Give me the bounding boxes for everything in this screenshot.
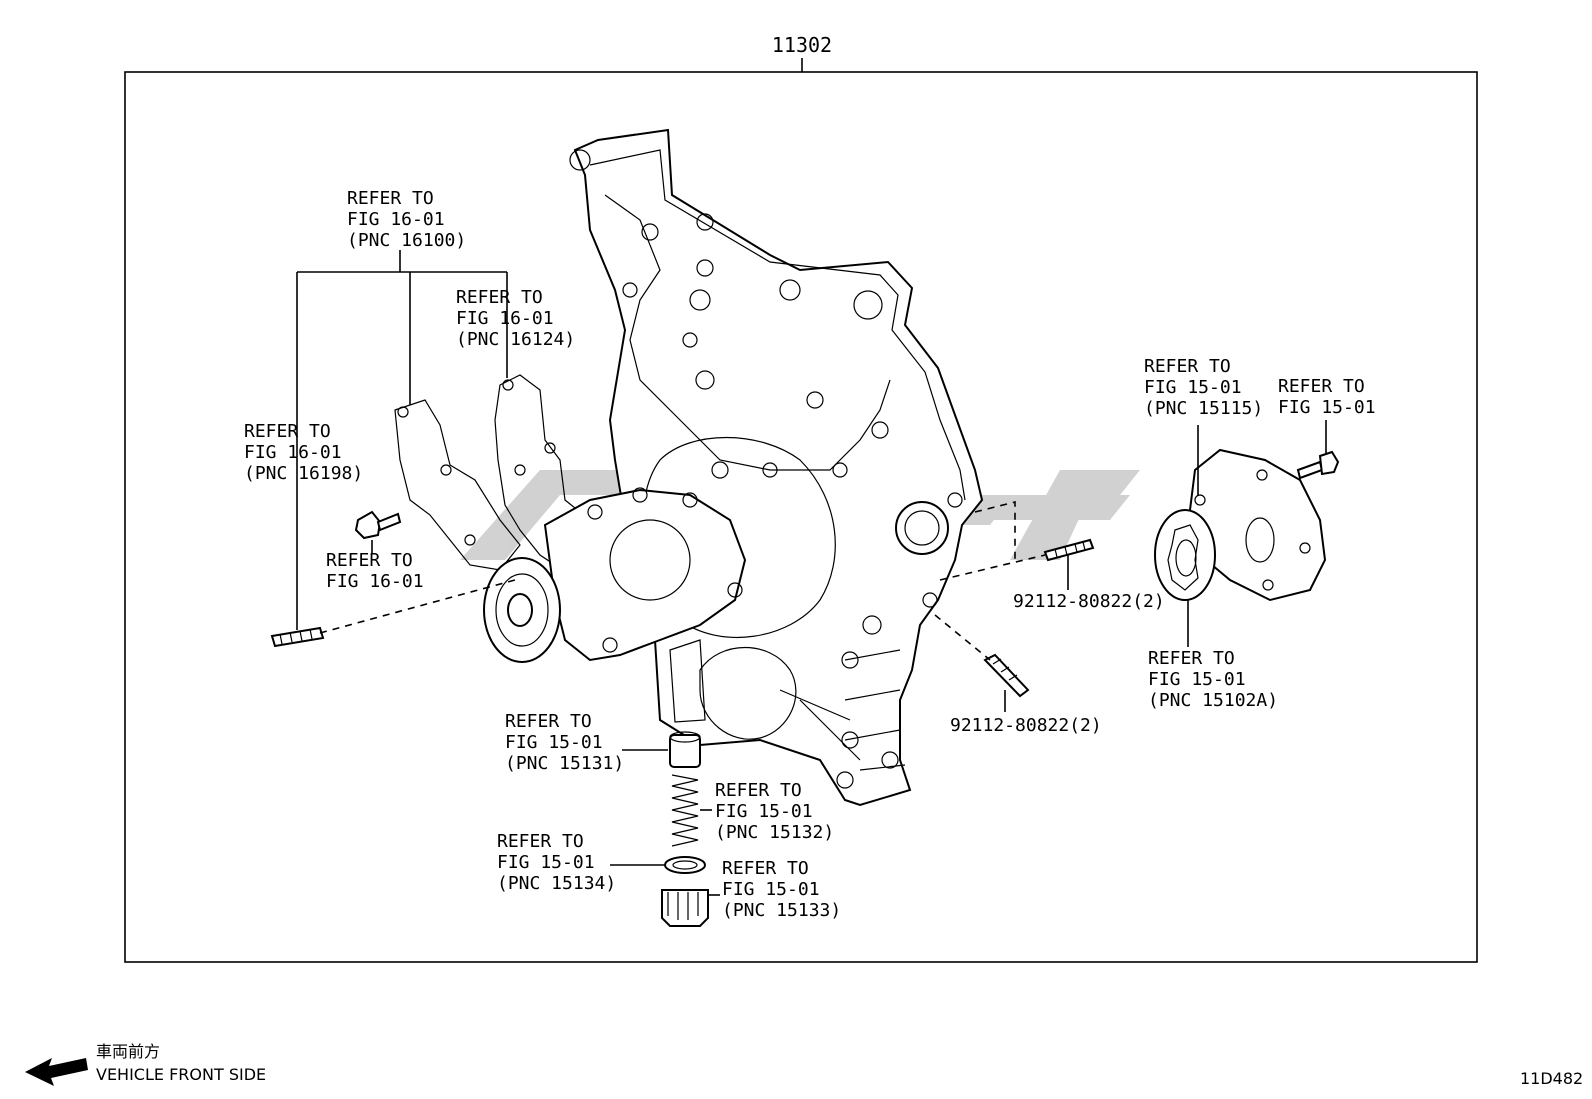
callout-pnc-15132: REFER TO FIG 15-01 (PNC 15132) (715, 780, 834, 843)
timing-cover (569, 128, 984, 807)
callout-pnc-15115: REFER TO FIG 15-01 (PNC 15115) (1144, 356, 1263, 419)
stud-upper-right (1043, 538, 1095, 562)
oil-pump-cover (1188, 448, 1327, 602)
callout-fig-15-01-bolt: REFER TO FIG 15-01 (1278, 376, 1376, 418)
front-side-jp: 車両前方 (96, 1042, 160, 1061)
callout-pnc-15102a: REFER TO FIG 15-01 (PNC 15102A) (1148, 648, 1278, 711)
relief-valve-plug (661, 889, 709, 927)
diagram-frame (124, 71, 1478, 963)
diagram-code: 11D482 (1520, 1069, 1583, 1088)
stud-upper-label: 92112-80822(2) (1013, 591, 1165, 612)
assembly-number: 11302 (772, 33, 832, 57)
align-line-stud-lower (934, 614, 991, 661)
leader-lines (296, 250, 1327, 896)
oil-pump-rotor (1154, 509, 1216, 601)
stud-lower-label: 92112-80822(2) (950, 715, 1102, 736)
callout-pnc-16124: REFER TO FIG 16-01 (PNC 16124) (456, 287, 575, 350)
callout-pnc-16198: REFER TO FIG 16-01 (PNC 16198) (244, 421, 363, 484)
cover-gasket (394, 399, 521, 571)
stud-lower-right (983, 653, 1030, 698)
callout-pnc-15134: REFER TO FIG 15-01 (PNC 15134) (497, 831, 616, 894)
align-line-stud-upper (939, 554, 1046, 581)
callout-pnc-16100: REFER TO FIG 16-01 (PNC 16100) (347, 188, 466, 251)
align-line-bracket (974, 500, 1016, 562)
relief-valve-spring (671, 774, 699, 847)
callout-pnc-15131: REFER TO FIG 15-01 (PNC 15131) (505, 711, 624, 774)
relief-valve-plunger (669, 731, 701, 768)
callout-pnc-15133: REFER TO FIG 15-01 (PNC 15133) (722, 858, 841, 921)
callout-fig-16-01-bolt: REFER TO FIG 16-01 (326, 550, 424, 592)
water-pump (483, 487, 747, 663)
front-side-en: VEHICLE FRONT SIDE (96, 1065, 266, 1084)
front-arrow-icon (25, 1058, 88, 1086)
gasket-washer (664, 856, 706, 874)
bolt-right (1296, 450, 1340, 480)
stud-left (270, 626, 325, 648)
bolt-left (354, 510, 402, 540)
